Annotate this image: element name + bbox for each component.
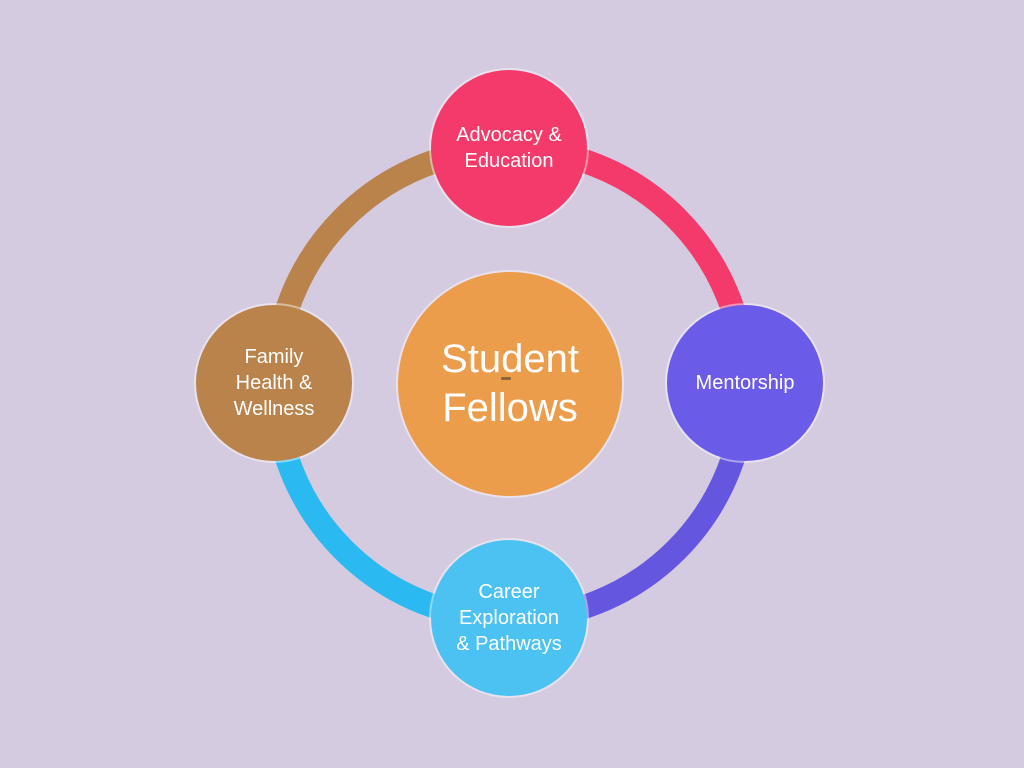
node-label-line: Exploration — [458, 607, 560, 629]
node-label-line: Health & — [235, 372, 313, 394]
node-family-health-wellness: Family Health & Wellness — [196, 305, 352, 461]
center-label-line: Student — [441, 337, 579, 381]
center-small-mark — [501, 377, 511, 380]
node-label-line: Mentorship — [695, 372, 795, 394]
node-label-line: Family — [244, 346, 304, 368]
node-career-exploration: Career Exploration & Pathways — [431, 540, 587, 696]
node-label-line: Advocacy & — [456, 124, 562, 146]
node-label-line: & Pathways — [456, 633, 562, 655]
node-label-line: Wellness — [233, 398, 315, 420]
node-advocacy-education: Advocacy & Education — [431, 70, 587, 226]
node-label-line: Education — [464, 150, 554, 172]
node-mentorship: Mentorship — [667, 305, 823, 461]
center-label-line: Fellows — [442, 386, 578, 430]
node-label-line: Career — [478, 581, 540, 603]
node-student-fellows-center: Student Fellows — [398, 272, 622, 496]
